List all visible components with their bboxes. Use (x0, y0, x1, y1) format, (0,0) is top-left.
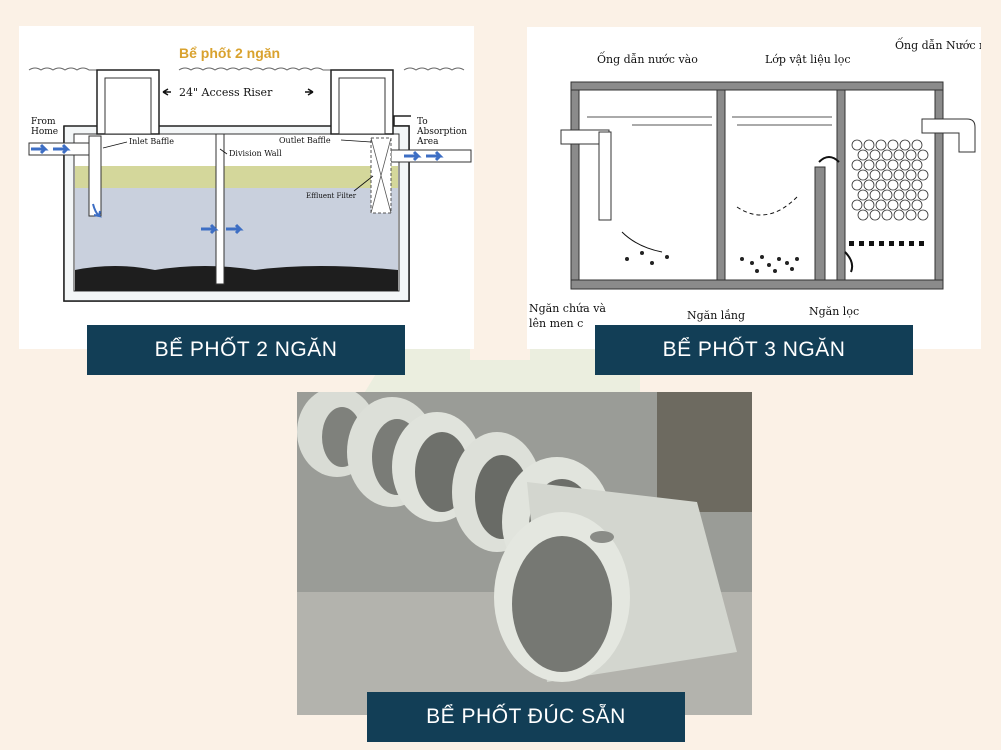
arrow-right-icon (305, 88, 314, 96)
caption-three-chamber: BỂ PHỐT 3 NGĂN (595, 325, 913, 375)
diagram-title: Bể phốt 2 ngăn (179, 45, 280, 61)
precast-rings-photo (297, 392, 752, 715)
flow-arrow-icon (818, 156, 840, 163)
outflow-arrow-icon (404, 150, 422, 162)
effluent-filter-label: Effluent Filter (306, 192, 357, 200)
svg-text:Home: Home (31, 127, 58, 137)
inlet-baffle-label: Inlet Baffle (129, 137, 174, 146)
chamber1-label: Ngăn chứa và (529, 302, 606, 315)
to-absorption-label: To (417, 117, 428, 127)
from-home-label: From (31, 117, 56, 127)
sediment-particles (625, 251, 799, 273)
two-chamber-diagram: Bể phốt 2 ngăn 24" Access Riser (19, 26, 474, 349)
inflow-arrow-icon (31, 143, 49, 155)
transfer-arrow-icon (201, 223, 219, 235)
division-wall-label: Division Wall (229, 149, 282, 158)
caption-two-chamber: BỂ PHỐT 2 NGĂN (87, 325, 405, 375)
svg-text:Absorption: Absorption (416, 127, 467, 137)
access-riser-label: 24" Access Riser (179, 86, 273, 99)
filter-media (851, 139, 929, 221)
caption-precast: BỂ PHỐT ĐÚC SẴN (367, 692, 685, 742)
svg-text:Area: Area (416, 137, 439, 147)
arrow-left-icon (162, 88, 171, 96)
inlet-pipe-label: Ống dẫn nước vào (597, 51, 698, 66)
chamber2-label: Ngăn lắng (687, 309, 745, 322)
three-chamber-diagram: Ống dẫn nước vào Lớp vật liệu lọc Ống dẫ… (527, 27, 981, 349)
outlet-baffle-label: Outlet Baffle (279, 136, 331, 145)
chamber3-label: Ngăn lọc (809, 305, 859, 318)
outlet-pipe-label: Ống dẫn Nước ra (895, 37, 981, 52)
filter-layer-label: Lớp vật liệu lọc (765, 53, 851, 66)
concrete-rings (297, 392, 737, 682)
svg-text:lên men c: lên men c (529, 317, 583, 330)
